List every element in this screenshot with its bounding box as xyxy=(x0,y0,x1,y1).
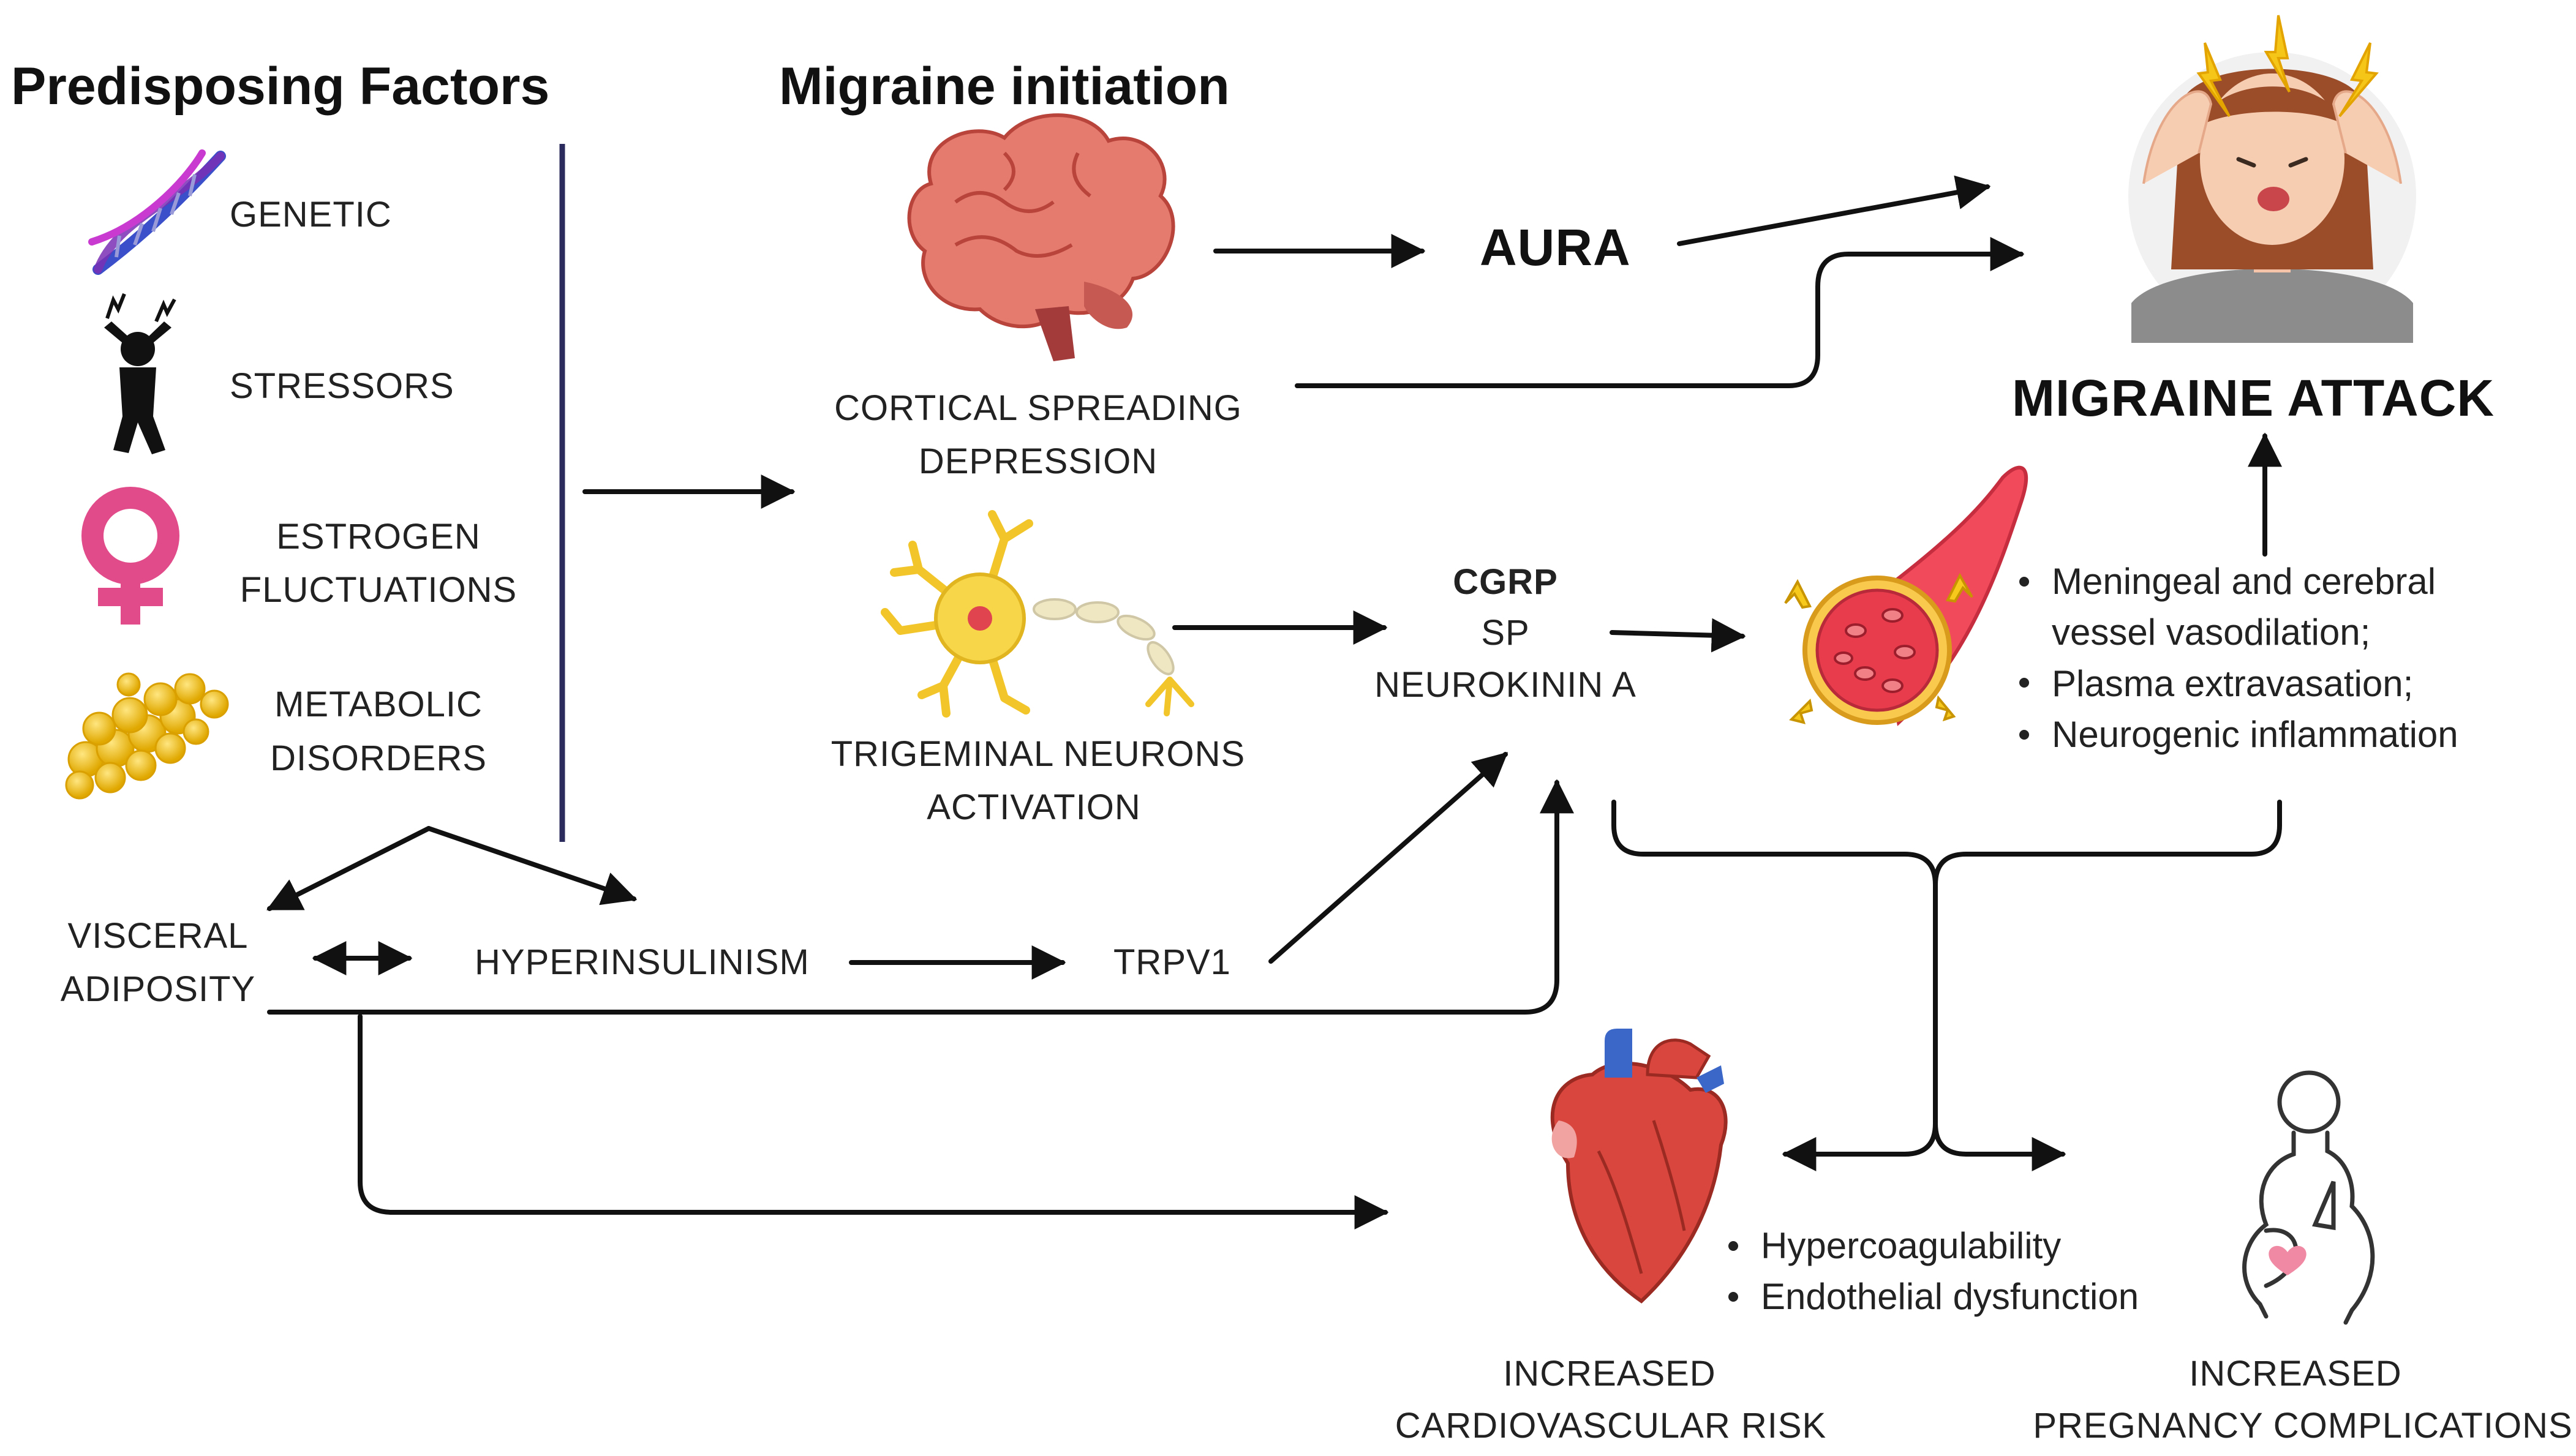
effect-line-1: Meningeal and cerebral xyxy=(2052,561,2436,602)
cv-bullet-2: Endothelial dysfunction xyxy=(1761,1276,2139,1317)
label-cv-2: CARDIOVASCULAR RISK xyxy=(1395,1406,1827,1446)
heart-icon xyxy=(1550,1029,1728,1304)
label-migraine-attack: MIGRAINE ATTACK xyxy=(2012,369,2495,427)
label-trpv1: TRPV1 xyxy=(1113,942,1231,982)
venus-symbol-icon xyxy=(81,487,179,625)
brace-stem-right xyxy=(1933,1121,2066,1171)
label-metabolic-1: METABOLIC xyxy=(274,685,483,724)
label-visceral-2: ADIPOSITY xyxy=(60,969,256,1009)
label-genetic: GENETIC xyxy=(230,195,392,235)
label-csd-1: CORTICAL SPREADING xyxy=(834,388,1242,428)
stressed-person-icon xyxy=(104,293,176,454)
heading-predisposing-factors: Predisposing Factors xyxy=(11,57,550,116)
label-csd-2: DEPRESSION xyxy=(918,441,1158,481)
label-trigeminal-1: TRIGEMINAL NEURONS xyxy=(830,734,1246,774)
cv-bullet-1: Hypercoagulability xyxy=(1761,1225,2062,1266)
arrow-aura-to-attack xyxy=(1677,175,1991,246)
brace-stem xyxy=(1782,882,1938,1171)
label-aura: AURA xyxy=(1480,219,1631,276)
brain-icon xyxy=(907,113,1175,361)
label-stressors: STRESSORS xyxy=(230,366,454,406)
effect-line-2: vessel vasodilation; xyxy=(2052,612,2371,653)
arrow-cgrp-to-vessel xyxy=(1610,618,1746,653)
heading-migraine-initiation: Migraine initiation xyxy=(779,57,1230,116)
fat-cells-icon xyxy=(65,672,229,800)
neuron-icon xyxy=(881,510,1194,718)
label-visceral-1: VISCERAL xyxy=(67,916,249,956)
label-sp: SP xyxy=(1481,613,1530,653)
label-preg-2: PREGNANCY COMPLICATIONS xyxy=(2033,1406,2573,1446)
blood-vessel-icon xyxy=(1784,465,2028,726)
effect-line-3: Plasma extravasation; xyxy=(2052,663,2414,704)
label-preg-1: INCREASED xyxy=(2189,1354,2402,1394)
woman-headache-icon xyxy=(2128,15,2416,343)
arrow-trpv1-to-cgrp xyxy=(1268,752,1508,964)
arrow-visceral-to-cv-risk xyxy=(358,1014,1389,1229)
label-metabolic-2: DISORDERS xyxy=(270,738,487,778)
label-estrogen-1: ESTROGEN xyxy=(276,517,481,557)
label-estrogen-2: FLUCTUATIONS xyxy=(239,570,518,610)
brace-join xyxy=(1611,800,2282,885)
label-cv-1: INCREASED xyxy=(1503,1354,1716,1394)
label-cgrp: CGRP xyxy=(1453,562,1558,602)
arrow-metabolic-to-hyperinsulinism xyxy=(426,826,638,906)
label-neurokinin-a: NEUROKININ A xyxy=(1374,665,1636,705)
effects-bullets xyxy=(1728,577,2029,1302)
pregnant-woman-icon xyxy=(2242,1070,2375,1325)
arrow-metabolic-to-visceral xyxy=(266,826,431,911)
effect-line-4: Neurogenic inflammation xyxy=(2052,714,2458,755)
label-trigeminal-2: ACTIVATION xyxy=(927,787,1141,827)
arrow-csd-to-attack xyxy=(1295,237,2025,388)
connectors xyxy=(266,175,2282,1229)
arrow-visceral-to-cgrp xyxy=(267,779,1574,1015)
label-hyperinsulinism: HYPERINSULINISM xyxy=(475,942,810,982)
dna-icon xyxy=(88,149,226,275)
